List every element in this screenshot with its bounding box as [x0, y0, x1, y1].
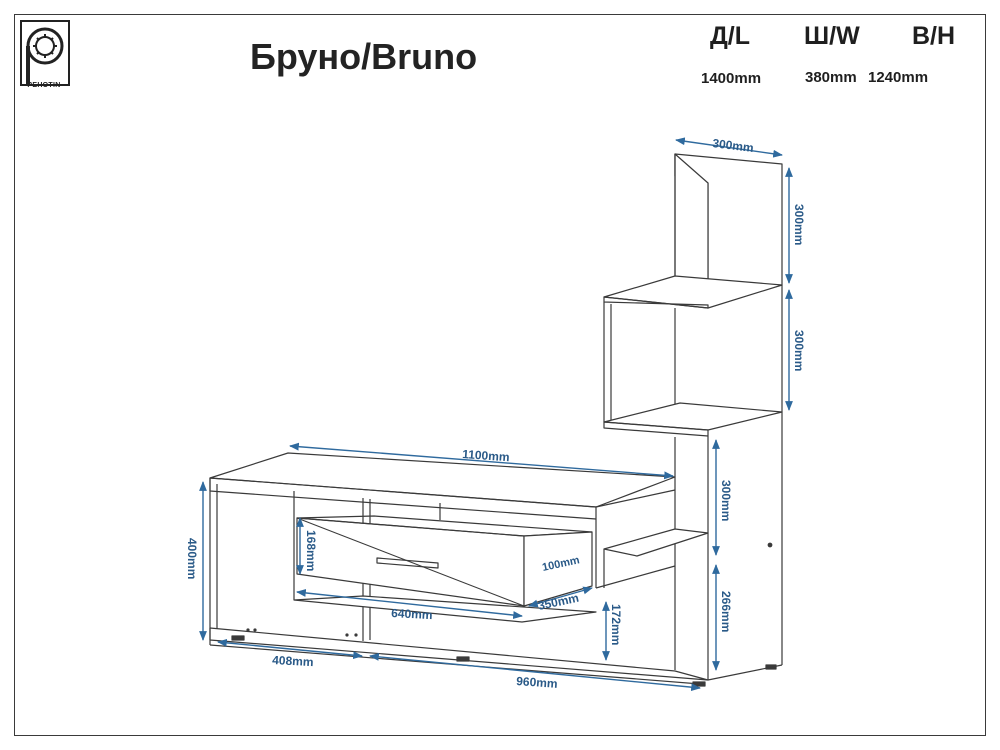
dim-stand-height: 400mm	[185, 538, 199, 579]
brand-logo-text: PEHOTIN	[27, 82, 61, 89]
dimension-lines	[199, 137, 793, 692]
length-value: 1400mm	[701, 70, 762, 87]
dim-tower-bottom-height: 266mm	[719, 591, 733, 632]
dim-drawer-width: 640mm	[391, 606, 433, 622]
dim-left-section: 408mm	[272, 653, 314, 669]
dim-base-length: 960mm	[516, 674, 558, 691]
dim-tower-upper-height: 300mm	[792, 204, 806, 245]
dim-tower-middle-height: 300mm	[792, 330, 806, 371]
width-value: 380mm	[805, 69, 857, 86]
length-label: Д/L	[710, 22, 751, 50]
height-label: В/H	[912, 22, 956, 50]
product-title: Бруно/Bruno	[250, 36, 478, 77]
width-label: Ш/W	[804, 22, 860, 50]
dim-drawer-height: 168mm	[304, 530, 318, 571]
dim-tower-lower-height: 300mm	[719, 480, 733, 521]
dim-stand-length: 1100mm	[462, 447, 510, 464]
height-value: 1240mm	[868, 69, 929, 86]
brand-logo	[20, 20, 70, 86]
dim-shelf-height: 172mm	[609, 604, 623, 645]
furniture-outline	[209, 153, 783, 687]
drawing-sheet	[14, 14, 986, 736]
dim-tower-top-width: 300mm	[712, 136, 755, 155]
